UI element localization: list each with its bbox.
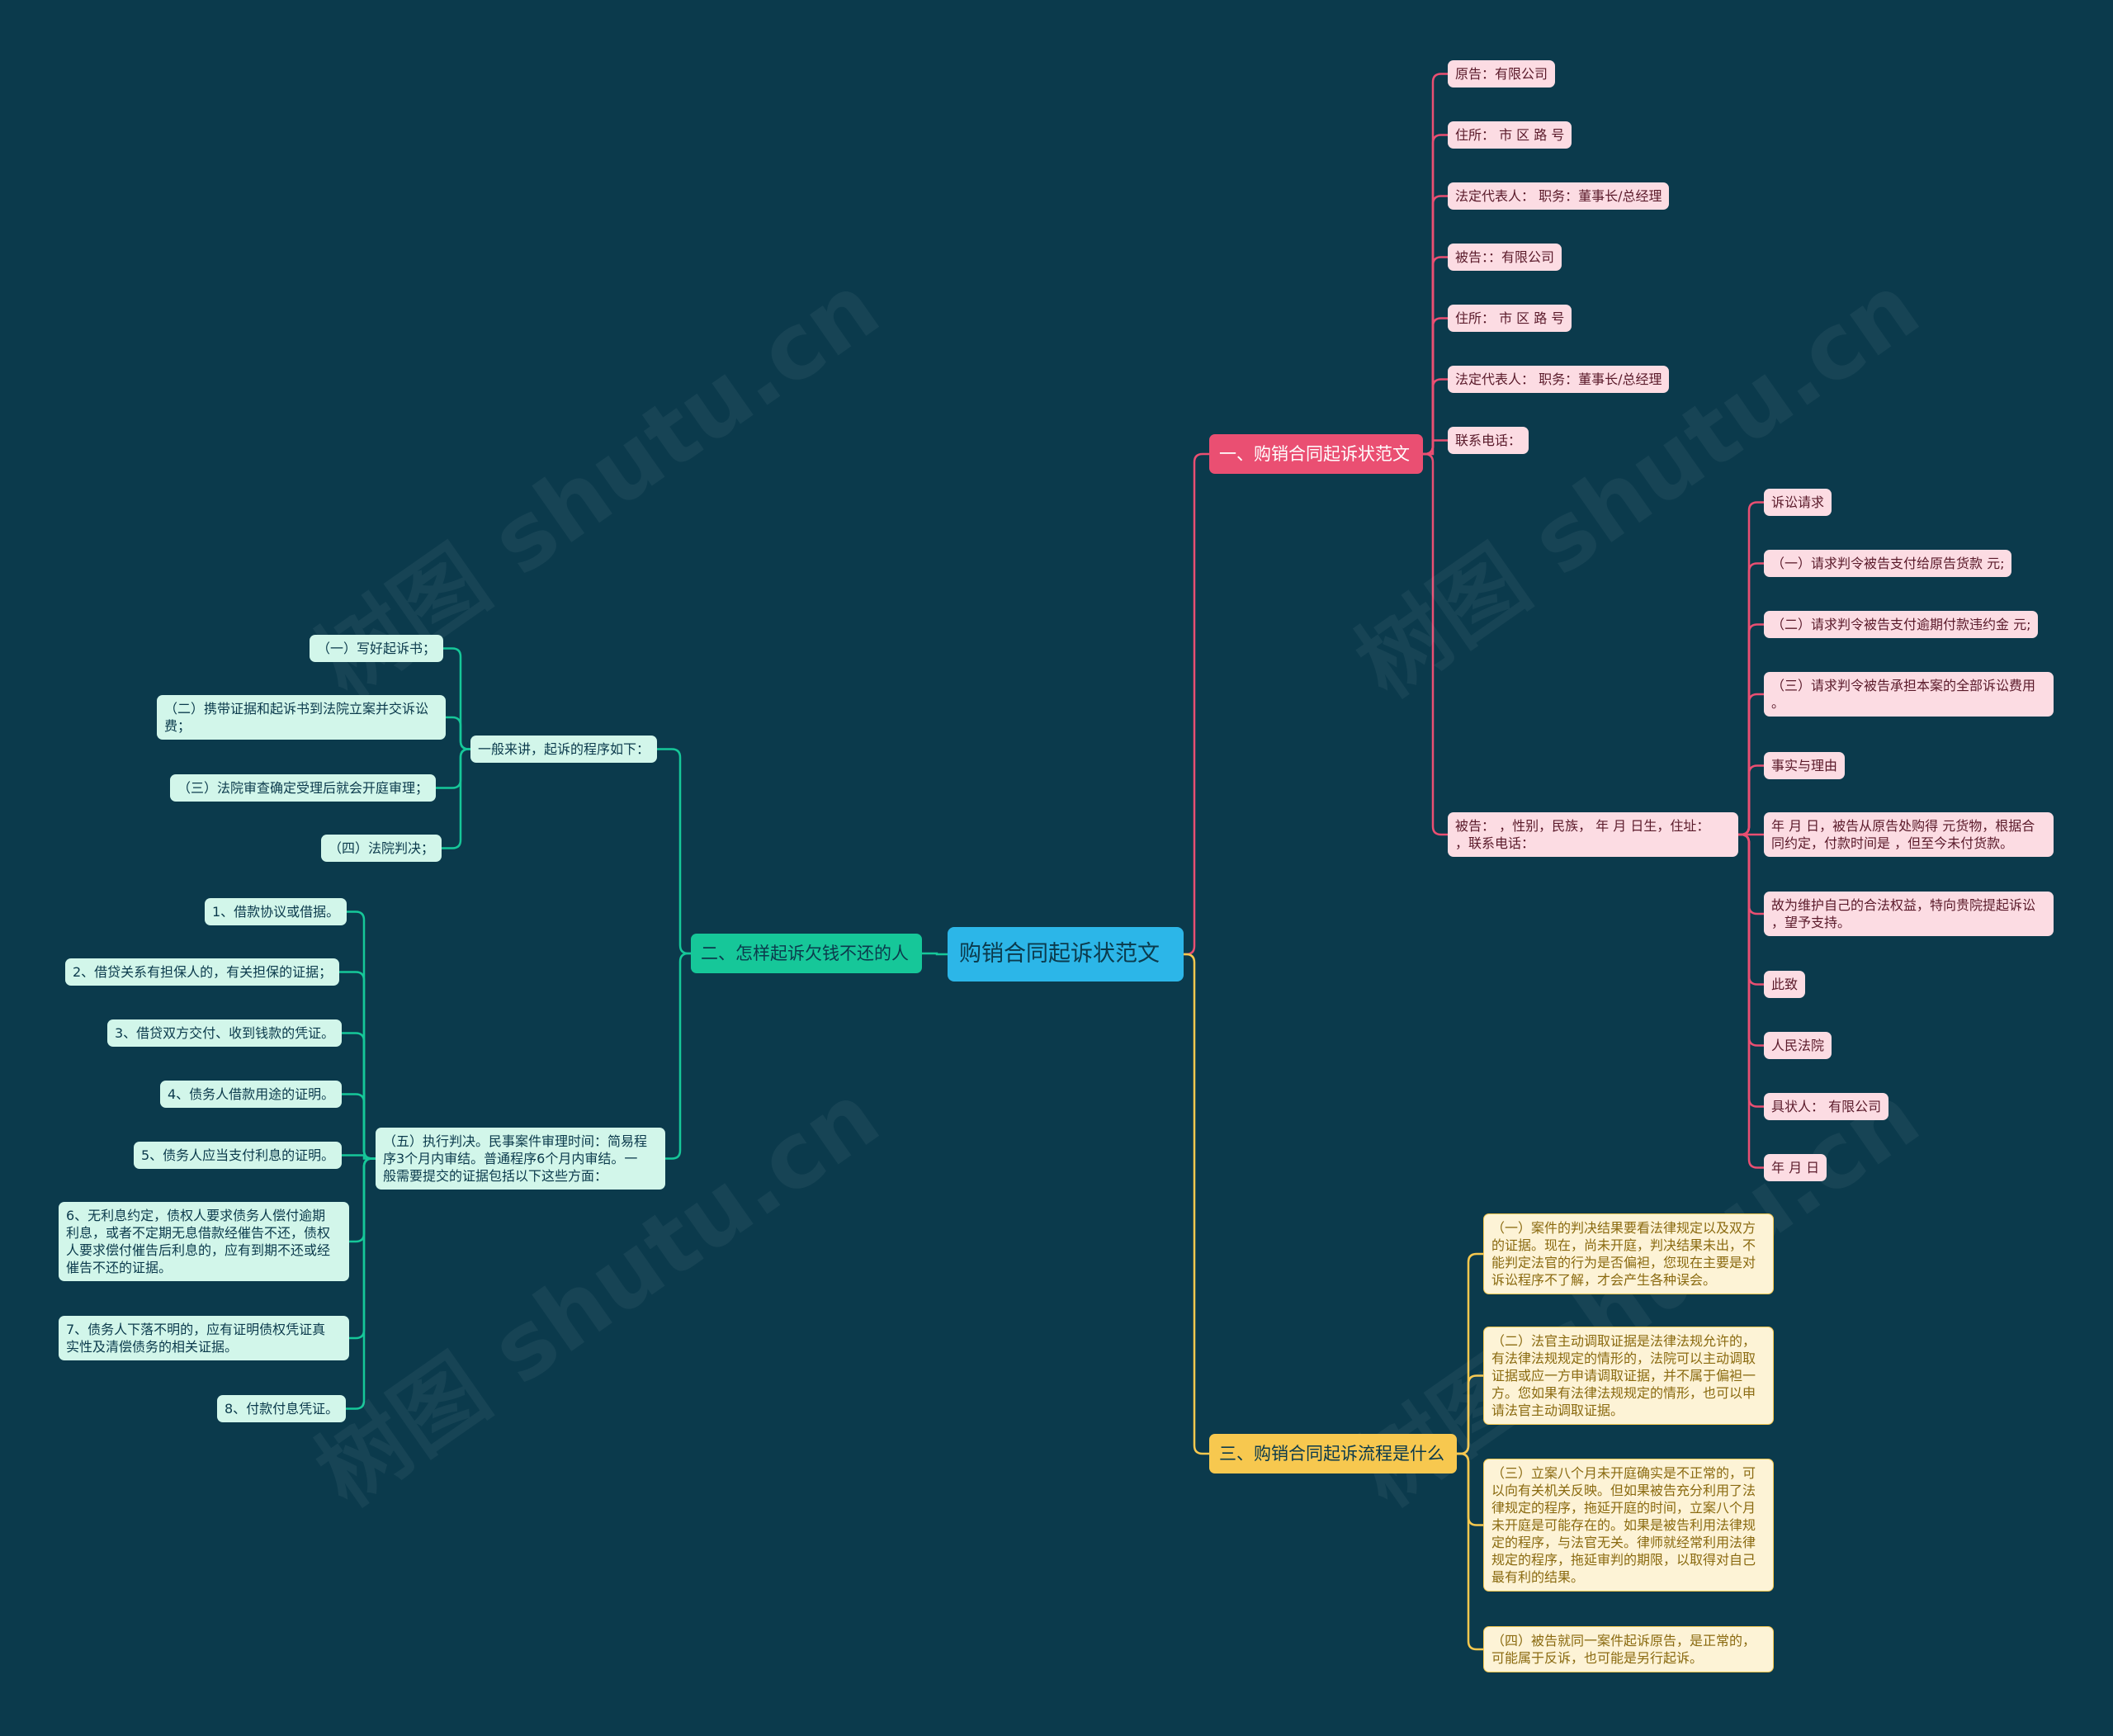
leaf-process-2[interactable]: （二）法官主动调取证据是法律法规允许的， 有法律法规规定的情形的，法院可以主动调… bbox=[1483, 1327, 1774, 1425]
connector-group bbox=[657, 748, 691, 1160]
connector-line bbox=[922, 952, 948, 956]
leaf-defendant-representative[interactable]: 法定代表人： 职务：董事长/总经理 bbox=[1448, 366, 1670, 393]
connector-line bbox=[1738, 833, 1764, 1047]
connector-line bbox=[446, 716, 470, 750]
connector-line bbox=[1738, 562, 1764, 836]
connector-line bbox=[1184, 953, 1209, 1455]
leaf-claim-2[interactable]: （二）请求判令被告支付逾期付款违约金 元; bbox=[1764, 611, 2039, 638]
connector-group bbox=[1423, 73, 1448, 836]
leaf-court-name[interactable]: 人民法院 bbox=[1764, 1032, 1832, 1059]
connector-line bbox=[1423, 195, 1448, 456]
leaf-evidence-5[interactable]: 5、债务人应当支付利息的证明。 bbox=[134, 1142, 343, 1169]
connector-line bbox=[1423, 73, 1448, 456]
leaf-facts-text[interactable]: 年 月 日，被告从原告处购得 元货物，根据合 同约定，付款时间是 ，但至今未付货… bbox=[1764, 812, 2054, 857]
leaf-evidence-6[interactable]: 6、无利息约定，债权人要求债务人偿付逾期 利息，或者不定期无息借款经催告不还，债… bbox=[59, 1202, 349, 1281]
leaf-plaintiff-address[interactable]: 住所： 市 区 路 号 bbox=[1448, 121, 1572, 149]
connector-line bbox=[665, 952, 691, 1160]
leaf-evidence-1[interactable]: 1、借款协议或借据。 bbox=[205, 898, 347, 925]
leaf-procedure-3[interactable]: （三）法院审查确定受理后就会开庭审理； bbox=[170, 774, 437, 802]
leaf-process-4[interactable]: （四）被告就同一案件起诉原告，是正常的， 可能属于反诉，也可能是另行起诉。 bbox=[1483, 1626, 1774, 1672]
connector-line bbox=[1738, 833, 1764, 1169]
connector-group bbox=[922, 952, 948, 956]
connector-line bbox=[1738, 833, 1764, 915]
connector-line bbox=[349, 1157, 376, 1340]
leaf-process-3[interactable]: （三）立案八个月未开庭确实是不正常的，可 以向有关机关反映。但如果被告充分利用了… bbox=[1483, 1459, 1774, 1592]
leaf-procedure-1[interactable]: （一）写好起诉书； bbox=[310, 635, 444, 662]
connector-group bbox=[339, 911, 376, 1410]
connector-line bbox=[349, 1157, 376, 1243]
leaf-execution[interactable]: （五）执行判决。民事案件审理时间：简易程 序3个月内审结。普通程序6个月内审结。… bbox=[376, 1128, 665, 1190]
connector-line bbox=[1423, 317, 1448, 456]
leaf-defendant-address[interactable]: 住所： 市 区 路 号 bbox=[1448, 305, 1572, 332]
connector-line bbox=[1457, 1452, 1483, 1526]
connector-line bbox=[1738, 693, 1764, 836]
connector-group bbox=[436, 647, 470, 849]
leaf-procedure-2[interactable]: （二）携带证据和起诉书到法院立案并交诉讼 费； bbox=[157, 695, 446, 740]
connector-line bbox=[1457, 1452, 1483, 1651]
connector-line bbox=[1738, 623, 1764, 836]
leaf-to-court[interactable]: 此致 bbox=[1764, 971, 1806, 998]
connector-line bbox=[1738, 501, 1764, 836]
connector-line bbox=[436, 748, 470, 789]
branch-node-lawsuit-process[interactable]: 三、购销合同起诉流程是什么 bbox=[1209, 1434, 1457, 1473]
connector-group bbox=[1184, 452, 1209, 1455]
leaf-date[interactable]: 年 月 日 bbox=[1764, 1154, 1827, 1181]
root-node[interactable]: 购销合同起诉状范文 bbox=[948, 927, 1184, 982]
connector-line bbox=[443, 647, 470, 750]
connector-line bbox=[1738, 833, 1764, 986]
connector-line bbox=[442, 748, 470, 849]
connector-line bbox=[342, 1093, 376, 1160]
connector-line bbox=[1423, 134, 1448, 456]
connector-line bbox=[1423, 256, 1448, 456]
connector-line bbox=[1738, 764, 1764, 836]
leaf-procedure-4[interactable]: （四）法院判决； bbox=[321, 835, 442, 862]
leaf-claim-3[interactable]: （三）请求判令被告承担本案的全部诉讼费用 。 bbox=[1764, 672, 2054, 717]
connector-line bbox=[1184, 452, 1209, 956]
connector-line bbox=[1423, 439, 1448, 456]
leaf-evidence-2[interactable]: 2、借贷关系有担保人的，有关担保的证据； bbox=[65, 958, 340, 986]
leaf-phone[interactable]: 联系电话： bbox=[1448, 427, 1529, 454]
connector-line bbox=[1738, 833, 1764, 1108]
connector-line bbox=[1457, 1374, 1483, 1455]
branch-node-sue-debtor[interactable]: 二、怎样起诉欠钱不还的人 bbox=[691, 934, 922, 973]
leaf-process-1[interactable]: （一）案件的判决结果要看法律规定以及双方 的证据。现在，尚未开庭，判决结果未出，… bbox=[1483, 1213, 1774, 1294]
connector-line bbox=[1423, 452, 1448, 836]
leaf-plaintiff-representative[interactable]: 法定代表人： 职务：董事长/总经理 bbox=[1448, 182, 1670, 210]
leaf-evidence-4[interactable]: 4、债务人借款用途的证明。 bbox=[160, 1081, 343, 1108]
connector-line bbox=[339, 971, 376, 1160]
leaf-evidence-8[interactable]: 8、付款付息凭证。 bbox=[217, 1395, 347, 1422]
leaf-plaintiff[interactable]: 原告：有限公司 bbox=[1448, 60, 1556, 88]
connector-line bbox=[342, 1032, 376, 1160]
connector-group bbox=[1457, 1252, 1483, 1651]
connector-line bbox=[1423, 378, 1448, 456]
leaf-claims-heading[interactable]: 诉讼请求 bbox=[1764, 489, 1832, 516]
branch-node-complaint-template[interactable]: 一、购销合同起诉状范文 bbox=[1209, 434, 1423, 474]
connector-line bbox=[346, 1157, 376, 1410]
leaf-claim-1[interactable]: （一）请求判令被告支付给原告货款 元; bbox=[1764, 550, 2012, 577]
connector-line bbox=[1457, 1252, 1483, 1455]
connector-line bbox=[657, 748, 691, 955]
leaf-evidence-3[interactable]: 3、借贷双方交付、收到钱款的凭证。 bbox=[107, 1019, 343, 1047]
leaf-defendant-company[interactable]: 被告：：有限公司 bbox=[1448, 244, 1562, 271]
leaf-facts-heading[interactable]: 事实与理由 bbox=[1764, 752, 1846, 779]
connector-group bbox=[1738, 501, 1764, 1169]
leaf-procedure-intro[interactable]: 一般来讲，起诉的程序如下： bbox=[470, 736, 658, 763]
leaf-request-text[interactable]: 故为维护自己的合法权益，特向贵院提起诉讼 ，望予支持。 bbox=[1764, 892, 2054, 936]
leaf-signatory[interactable]: 具状人： 有限公司 bbox=[1764, 1093, 1889, 1120]
leaf-defendant-person[interactable]: 被告： ，性别，民族， 年 月 日生，住址： ，联系电话： bbox=[1448, 812, 1738, 857]
leaf-evidence-7[interactable]: 7、债务人下落不明的，应有证明债权凭证真 实性及清偿债务的相关证据。 bbox=[59, 1316, 349, 1360]
